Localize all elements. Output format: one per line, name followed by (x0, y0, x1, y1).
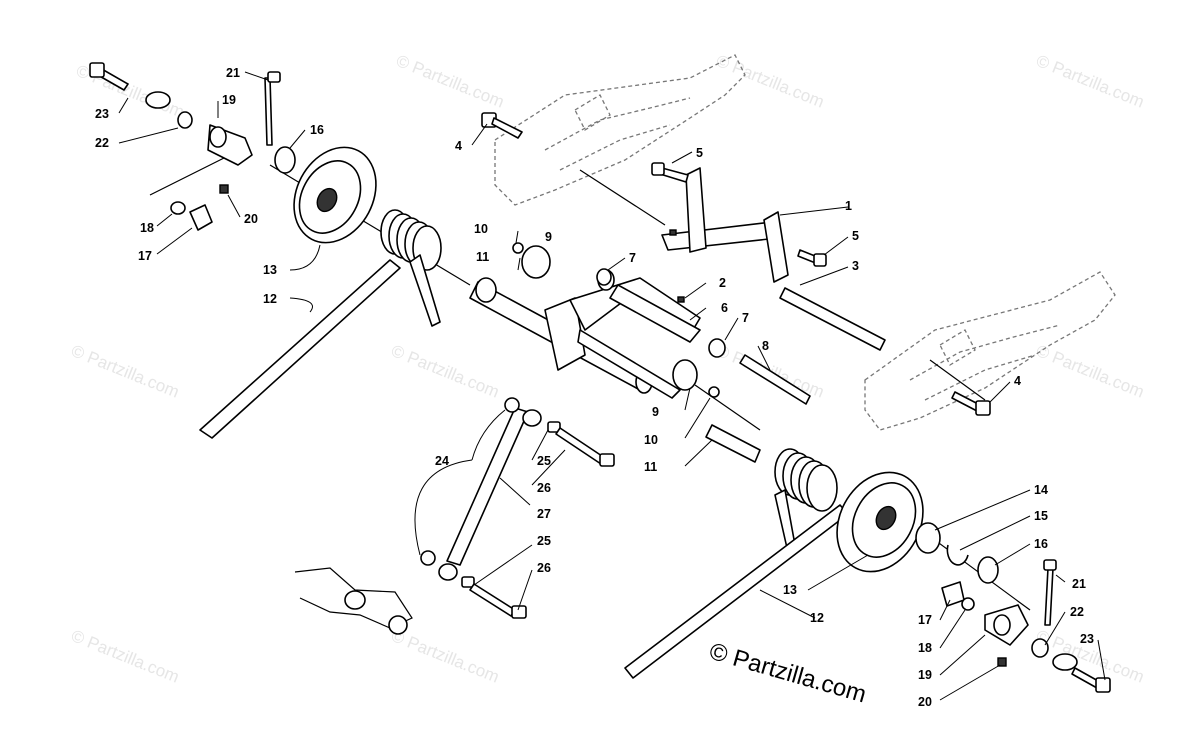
shock-link-assembly (420, 397, 615, 619)
callout-17: 17 (918, 613, 932, 627)
center-shaft-assembly (469, 245, 701, 399)
callout-5: 5 (852, 229, 859, 243)
callout-23: 23 (1080, 632, 1094, 646)
callout-9: 9 (545, 230, 552, 244)
callout-13: 13 (263, 263, 277, 277)
callout-26: 26 (537, 561, 551, 575)
callout-5: 5 (696, 146, 703, 160)
callout-labels: 1 2 3 4 4 5 5 6 7 7 8 9 9 10 10 11 11 12… (95, 66, 1094, 709)
callout-21: 21 (226, 66, 240, 80)
upper-idler-wheel (293, 146, 377, 244)
callout-22: 22 (1070, 605, 1084, 619)
callout-1: 1 (845, 199, 852, 213)
callout-8: 8 (762, 339, 769, 353)
callout-18: 18 (918, 641, 932, 655)
callout-25: 25 (537, 534, 551, 548)
callout-20: 20 (244, 212, 258, 226)
callout-25: 25 (537, 454, 551, 468)
callout-22: 22 (95, 136, 109, 150)
lower-torsion-spring (774, 448, 838, 549)
callout-9: 9 (652, 405, 659, 419)
callout-13: 13 (783, 583, 797, 597)
bushings-and-tubes (512, 242, 811, 463)
upper-rail-outline (494, 54, 746, 206)
callout-15: 15 (1034, 509, 1048, 523)
callout-11: 11 (476, 250, 489, 264)
callout-18: 18 (140, 221, 154, 235)
rail-bolts (481, 112, 991, 416)
leader-lines (118, 71, 1106, 701)
frame-partial-outline (294, 567, 413, 635)
watermark: © Partzilla.com (394, 51, 507, 112)
callout-27: 27 (537, 507, 551, 521)
watermark: © Partzilla.com (1034, 341, 1147, 402)
callout-6: 6 (721, 301, 728, 315)
lower-idler-wheel (836, 471, 924, 573)
watermark: © Partzilla.com (69, 626, 182, 687)
upper-torsion-arm (199, 259, 401, 439)
callout-7: 7 (742, 311, 749, 325)
callout-4: 4 (455, 139, 462, 153)
callout-10: 10 (644, 433, 658, 447)
callout-3: 3 (852, 259, 859, 273)
callout-17: 17 (138, 249, 152, 263)
callout-23: 23 (95, 107, 109, 121)
callout-21: 21 (1072, 577, 1086, 591)
callout-16: 16 (310, 123, 324, 137)
callout-10: 10 (474, 222, 488, 236)
lower-rail-outline (864, 271, 1116, 431)
callout-11: 11 (644, 460, 657, 474)
watermark: © Partzilla.com (1034, 51, 1147, 112)
watermark: © Partzilla.com (389, 626, 502, 687)
callout-19: 19 (222, 93, 236, 107)
watermark: © Partzilla.com (714, 51, 827, 112)
callout-24: 24 (435, 454, 449, 468)
callout-16: 16 (1034, 537, 1048, 551)
callout-12: 12 (263, 292, 277, 306)
watermark: © Partzilla.com (69, 341, 182, 402)
callout-2: 2 (719, 276, 726, 290)
callout-14: 14 (1034, 483, 1048, 497)
upper-left-hardware (89, 62, 296, 231)
callout-7: 7 (629, 251, 636, 265)
upper-torsion-spring (380, 209, 442, 327)
copyright-notice: © Partzilla.com (706, 638, 869, 709)
callout-20: 20 (918, 695, 932, 709)
watermark: © Partzilla.com (389, 341, 502, 402)
lower-right-hardware (915, 522, 1111, 693)
callout-4: 4 (1014, 374, 1021, 388)
callout-26: 26 (537, 481, 551, 495)
callout-19: 19 (918, 668, 932, 682)
bracket-and-shaft (651, 162, 886, 351)
callout-12: 12 (810, 611, 824, 625)
